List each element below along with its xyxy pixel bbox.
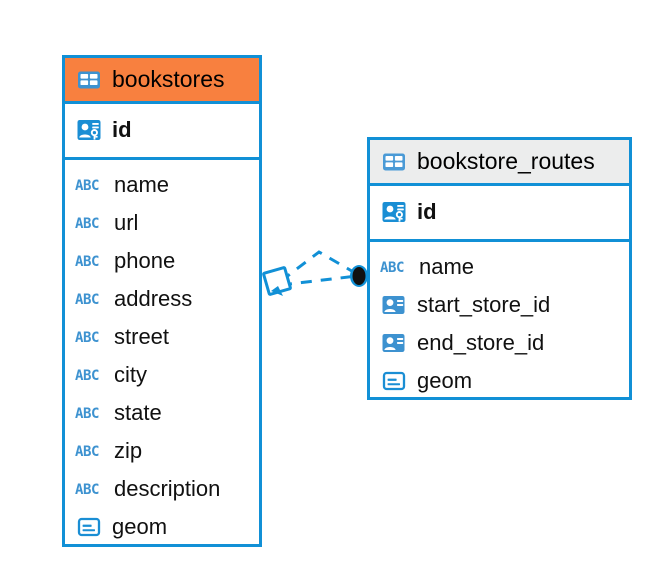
field-row-start-store-id[interactable]: start_store_id: [380, 286, 619, 324]
field-label: name: [114, 172, 170, 197]
field-row-url[interactable]: ABC url: [75, 204, 249, 242]
field-row-state[interactable]: ABC state: [75, 394, 249, 432]
field-label: phone: [114, 248, 176, 273]
field-row-phone[interactable]: ABC phone: [75, 242, 249, 280]
field-row-end-store-id[interactable]: end_store_id: [380, 324, 619, 362]
svg-text:ABC: ABC: [75, 216, 99, 232]
svg-text:ABC: ABC: [75, 406, 99, 422]
field-label: street: [114, 324, 170, 349]
field-label: description: [114, 476, 221, 501]
relationship-line-lower: [280, 274, 358, 287]
geometry-type-icon: [382, 371, 406, 391]
field-row-city[interactable]: ABC city: [75, 356, 249, 394]
field-label: geom: [112, 514, 168, 539]
field-label: zip: [114, 438, 143, 463]
entity-header-bookstores[interactable]: bookstores: [65, 58, 259, 104]
field-label: end_store_id: [417, 330, 545, 355]
foreign-key-icon: [382, 334, 405, 352]
field-label: name: [419, 254, 475, 279]
svg-text:ABC: ABC: [75, 254, 99, 270]
geometry-type-icon: [77, 517, 101, 537]
table-icon: [78, 71, 100, 88]
text-type-icon: ABC: [75, 178, 99, 194]
field-label: id: [112, 117, 132, 142]
svg-text:ABC: ABC: [75, 368, 99, 384]
entity-title: bookstores: [112, 66, 225, 92]
field-label: id: [417, 199, 437, 224]
field-row-zip[interactable]: ABC zip: [75, 432, 249, 470]
relationship-line-upper: [280, 250, 358, 283]
field-row-description[interactable]: ABC description: [75, 470, 249, 508]
filled-circle-marker: [350, 265, 368, 287]
primary-key-section: id: [65, 104, 259, 160]
field-row-geom[interactable]: geom: [380, 362, 619, 400]
svg-text:ABC: ABC: [380, 260, 404, 276]
text-type-icon: ABC: [75, 292, 99, 308]
field-label: city: [114, 362, 147, 387]
table-icon: [383, 153, 405, 170]
field-label: state: [114, 400, 162, 425]
text-type-icon: ABC: [75, 216, 99, 232]
field-row-name[interactable]: ABC name: [75, 166, 249, 204]
field-row-name[interactable]: ABC name: [380, 248, 619, 286]
relationship-lines: [280, 250, 358, 287]
field-row-id[interactable]: id: [75, 111, 249, 149]
svg-text:ABC: ABC: [75, 178, 99, 194]
fields-section-bookstores: ABC name ABC url ABC phone ABC ad: [65, 160, 259, 554]
field-label: address: [114, 286, 193, 311]
foreign-key-icon: [382, 296, 405, 314]
entity-header-bookstore-routes[interactable]: bookstore_routes: [370, 140, 629, 186]
text-type-icon: ABC: [75, 482, 99, 498]
entity-title: bookstore_routes: [417, 148, 595, 174]
svg-text:ABC: ABC: [75, 444, 99, 460]
primary-key-icon: [77, 120, 101, 140]
svg-text:ABC: ABC: [75, 330, 99, 346]
svg-text:ABC: ABC: [75, 292, 99, 308]
text-type-icon: ABC: [75, 406, 99, 422]
field-row-address[interactable]: ABC address: [75, 280, 249, 318]
text-type-icon: ABC: [75, 330, 99, 346]
field-row-id[interactable]: id: [380, 193, 619, 231]
entity-bookstores[interactable]: bookstores id ABC: [62, 55, 262, 547]
field-label: url: [114, 210, 139, 235]
entity-bookstore-routes[interactable]: bookstore_routes id ABC: [367, 137, 632, 400]
field-row-street[interactable]: ABC street: [75, 318, 249, 356]
text-type-icon: ABC: [75, 444, 99, 460]
primary-key-icon: [382, 202, 406, 222]
diamond-outline-marker: [262, 266, 292, 296]
svg-text:ABC: ABC: [75, 482, 99, 498]
text-type-icon: ABC: [75, 254, 99, 270]
text-type-icon: ABC: [75, 368, 99, 384]
field-label: geom: [417, 368, 473, 393]
field-label: start_store_id: [417, 292, 551, 317]
field-row-geom[interactable]: geom: [75, 508, 249, 546]
text-type-icon: ABC: [380, 260, 404, 276]
primary-key-section: id: [370, 186, 629, 242]
fields-section-bookstore-routes: ABC name start_store_id: [370, 242, 629, 408]
